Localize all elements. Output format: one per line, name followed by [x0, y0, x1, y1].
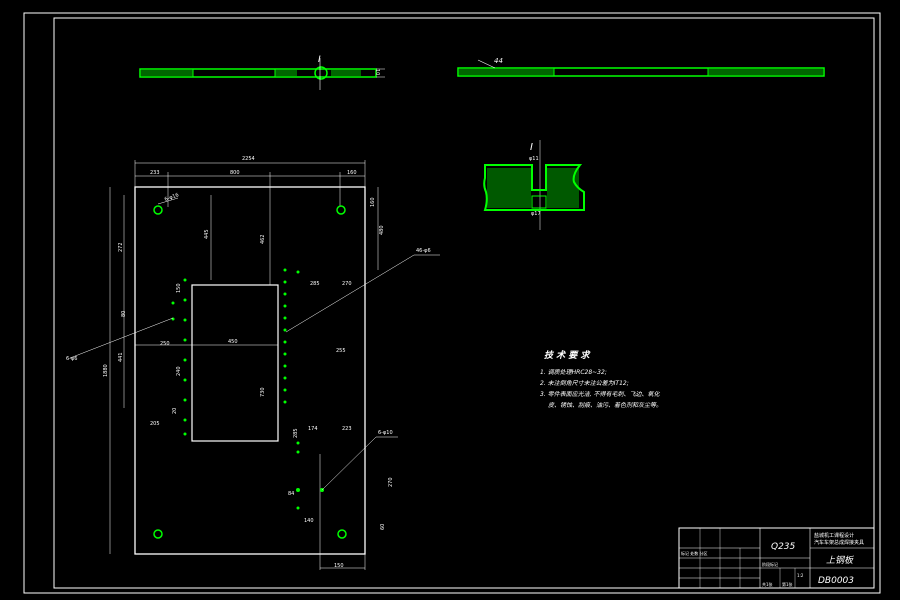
cell-sheet-2: 第1张 [782, 581, 793, 587]
dim-445: 445 [204, 229, 210, 239]
material: Q235 [771, 542, 796, 552]
detail-hole-label: φ11 [529, 156, 539, 162]
corner-hole [336, 205, 346, 215]
tech-title: 技 术 要 求 [544, 350, 591, 361]
dim-255: 255 [336, 348, 346, 354]
technical-requirements: 技 术 要 求 1. 调质处理HRC28~32; 2. 未注倒角尺寸未注公差为I… [540, 350, 662, 409]
corner-hole [153, 205, 163, 215]
dim-223: 223 [342, 426, 352, 432]
dim-272: 272 [118, 242, 124, 252]
dim-730: 730 [260, 387, 266, 397]
left-hole-callout: 6-φ16 [164, 192, 180, 203]
dim-205: 205 [150, 421, 160, 427]
dim-opening-width: 800 [230, 170, 240, 176]
corner-hole [337, 529, 347, 539]
side-dim-480: 480 [379, 225, 385, 235]
dim-1880: 1880 [103, 364, 109, 377]
cell-scale: 1:2 [797, 573, 804, 578]
side-dim-150: 150 [176, 283, 182, 293]
school-line-1: 盐城机工课程设计 [814, 532, 854, 539]
dim-left-offset: 233 [150, 170, 160, 176]
title-block: Q235 上钢板 DB0003 盐城机工课程设计 汽车车架总成焊接夹具 标记 处… [678, 527, 875, 589]
dim-462: 462 [260, 234, 266, 244]
dim-285b: 285 [293, 428, 299, 438]
opening [191, 284, 279, 442]
drawing-number: DB0003 [818, 576, 854, 586]
dim-150: 150 [334, 563, 344, 569]
hole-column-left [171, 278, 187, 436]
hole-callout-left: 6-φ6 [66, 356, 77, 362]
dim-450: 450 [228, 339, 238, 345]
dim-60: 60 [380, 524, 386, 530]
section-width-label: 44 [494, 57, 503, 65]
dim-84: 84 [288, 491, 294, 497]
inner-frame [53, 17, 875, 589]
dim-285: 285 [310, 281, 320, 287]
dim-270: 270 [342, 281, 352, 287]
drawing: I 10 44 I φ11 φ17 2 [23, 12, 881, 594]
hole-callout-right-lower: 6-φ10 [378, 430, 393, 436]
hole-column-right [283, 268, 300, 404]
tech-line-2: 2. 未注倒角尺寸未注公差为IT12; [540, 379, 629, 387]
tech-line-4: 皮、锈蚀、刮痕、油污、着色剂和灰尘等。 [548, 401, 662, 409]
cell-sheet: 共1张 [762, 581, 773, 587]
side-dim-240: 240 [176, 366, 182, 376]
tech-line-3: 3. 零件表面应光洁, 不得有毛刺、飞边、氧化 [540, 390, 660, 398]
top-left-section-view: I 10 [139, 55, 385, 90]
dim-right-offset: 160 [347, 170, 357, 176]
top-right-section-view: 44 [457, 57, 825, 77]
dim-441: 441 [118, 352, 124, 362]
main-plate-view: 2254 233 800 160 160 480 1880 272 441 44… [66, 156, 440, 570]
detail-view-marker: I [530, 142, 533, 153]
detail-view-I: I φ11 φ17 [483, 140, 585, 230]
corner-hole [153, 529, 163, 539]
dim-174: 174 [308, 426, 318, 432]
detail-bottom-label: φ17 [531, 211, 541, 217]
plate-outline [134, 186, 366, 555]
dim-270b: 270 [388, 477, 394, 487]
dim-overall-width: 2254 [242, 156, 255, 162]
school-line-2: 汽车车架总成焊接夹具 [814, 539, 864, 546]
side-dim-80: 80 [121, 311, 127, 317]
side-dim-20: 20 [172, 408, 178, 414]
dim-140: 140 [304, 518, 314, 524]
part-name: 上钢板 [826, 555, 855, 566]
cell-marker: 标记 处数 分区 [681, 550, 708, 556]
plate-thickness-label: 10 [374, 69, 380, 75]
outer-frame [23, 12, 881, 594]
dim-right-top: 160 [370, 197, 376, 207]
hole-callout-right-upper: 46-φ6 [416, 248, 431, 254]
dim-250: 250 [160, 341, 170, 347]
cell-stage: 阶段标记 [762, 561, 778, 567]
detail-marker: I [318, 55, 321, 65]
tech-line-1: 1. 调质处理HRC28~32; [540, 368, 607, 376]
